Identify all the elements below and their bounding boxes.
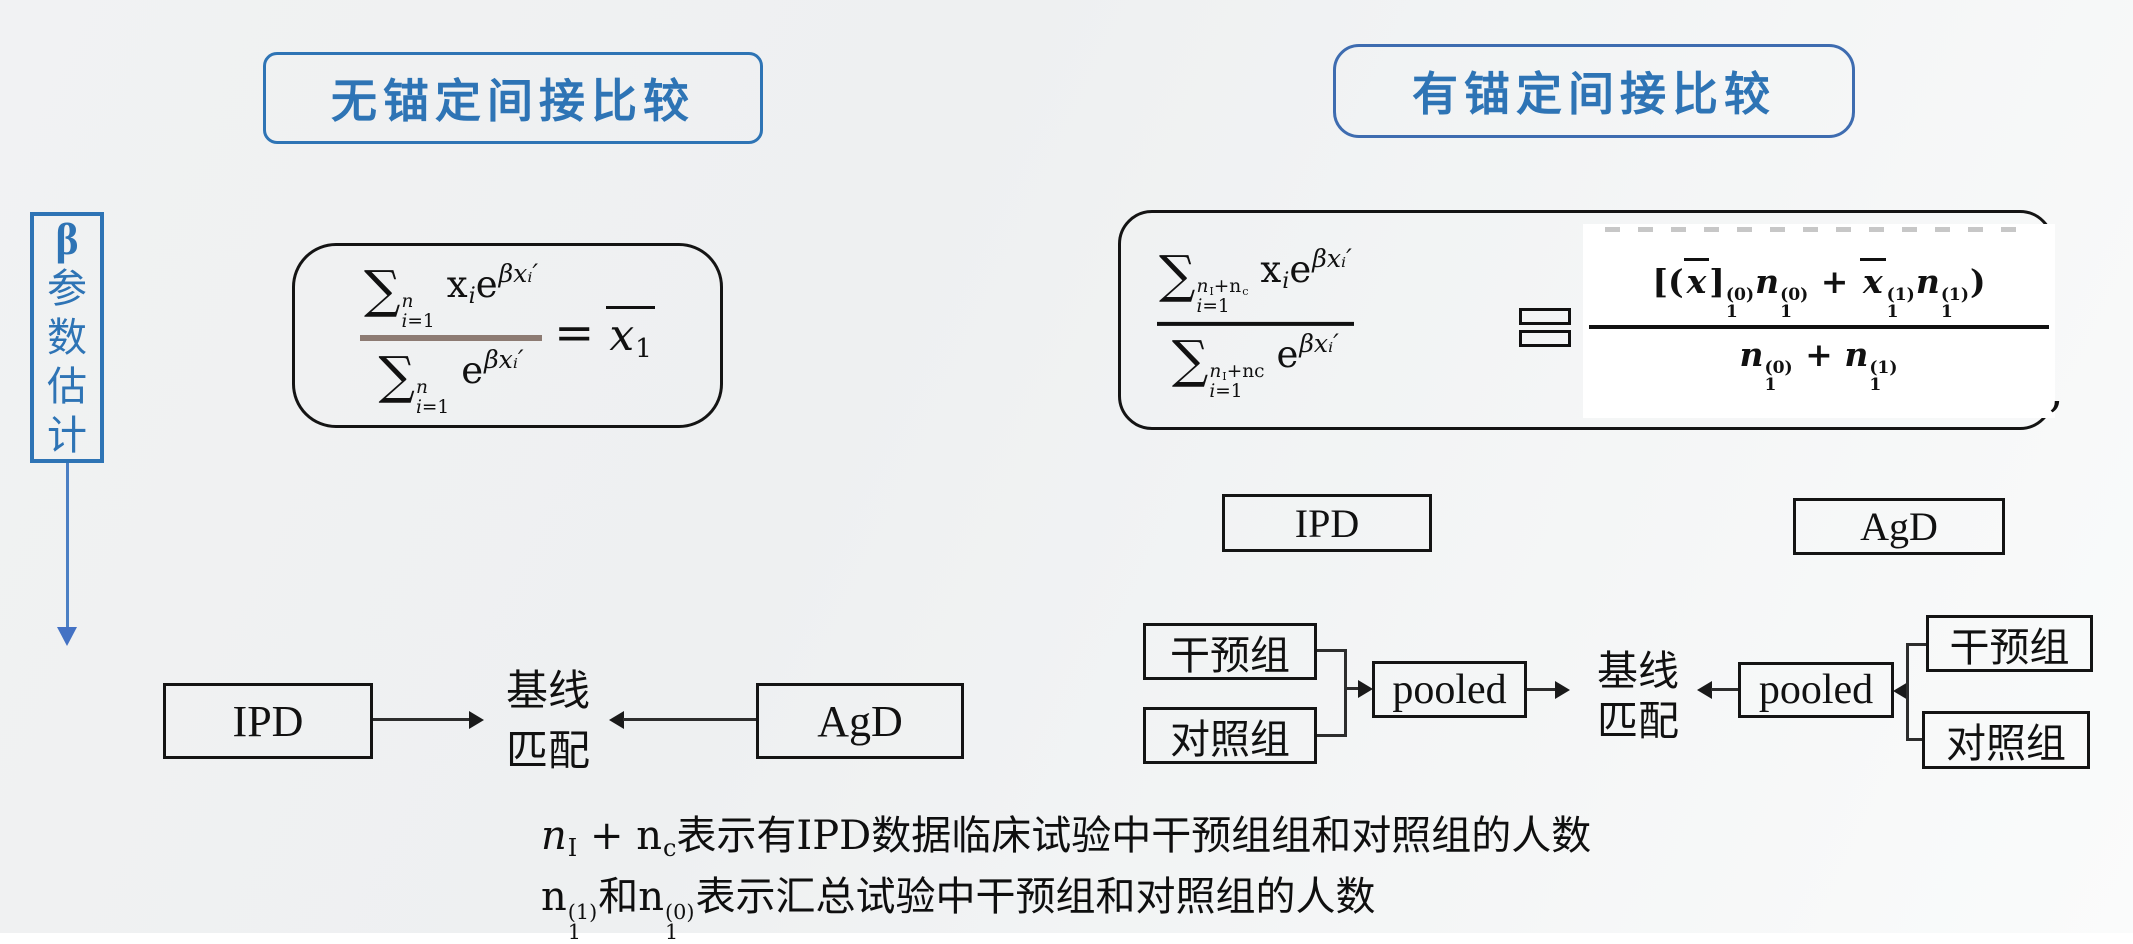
beta-symbol: β [55, 214, 79, 264]
control-group-box-left: 对照组 [1143, 707, 1317, 764]
fraction-bar [1589, 325, 2049, 329]
equals-sign: = [554, 304, 595, 361]
arrow-down-icon [57, 627, 77, 646]
baseline-matching-text: 基线 匹配 [1597, 648, 1679, 744]
agd-label: AgD [1860, 504, 1938, 549]
ipd-label: IPD [232, 696, 304, 746]
title-unanchored-label: 无锚定间接比较 [331, 75, 695, 127]
equivalence-bar-bottom [1519, 330, 1571, 347]
footnote-line-1: nI + nc表示有IPD数据临床试验中干预组组和对照组的人数 [541, 813, 1592, 862]
arrow-line [623, 718, 756, 721]
arrow-line [1711, 688, 1739, 691]
arrow-right-icon [469, 711, 484, 729]
connector-line [1908, 738, 1923, 741]
arrow-line [1527, 688, 1557, 691]
connector-line [1908, 643, 1927, 646]
comma: , [2049, 363, 2064, 417]
mean-x1-term: x1 [606, 306, 655, 364]
connector-line [1317, 734, 1346, 737]
beta-parameter-estimation-box: β 参数估计 [30, 212, 104, 463]
title-anchored-comparison: 有锚定间接比较 [1333, 44, 1855, 138]
pooled-label: pooled [1392, 666, 1507, 713]
connector-line [1344, 649, 1347, 737]
title-anchored-label: 有锚定间接比较 [1412, 68, 1776, 120]
arrow-right-icon [1358, 680, 1373, 698]
equivalence-icon [1519, 308, 1571, 347]
ipd-label-box: IPD [1222, 494, 1432, 552]
pooled-box-left: pooled [1372, 661, 1527, 718]
arrow-line [373, 718, 471, 721]
intervention-label: 干预组 [1949, 624, 2070, 670]
ipd-box: IPD [163, 683, 373, 759]
ipd-label: IPD [1294, 500, 1360, 546]
pooled-box-right: pooled [1738, 662, 1894, 718]
connector-line [1906, 643, 1909, 741]
arrow-left-icon [609, 711, 624, 729]
fraction-denominator: n(0)1 + n(1)1 [1739, 335, 1898, 396]
fraction-bar [1157, 322, 1354, 326]
control-group-box-right: 对照组 [1922, 711, 2090, 769]
arrow-left-icon [1697, 681, 1712, 699]
agd-label: AgD [817, 696, 903, 746]
arrow-line [1346, 687, 1360, 690]
arrow-right-icon [1555, 681, 1570, 699]
beta-label: 参数估计 [47, 265, 87, 458]
arrow-left-icon [1893, 682, 1908, 700]
title-unanchored-comparison: 无锚定间接比较 [263, 52, 763, 144]
agd-label-box: AgD [1793, 498, 2005, 555]
connector-line [1317, 649, 1346, 652]
intervention-group-box-left: 干预组 [1143, 623, 1317, 680]
fraction-bar [360, 335, 543, 341]
intervention-label: 干预组 [1170, 632, 1290, 678]
intervention-group-box-right: 干预组 [1926, 615, 2093, 672]
beta-arrow-line [66, 463, 69, 629]
pooled-label: pooled [1758, 667, 1874, 713]
baseline-matching-text: 基线 匹配 [505, 669, 590, 775]
agd-box: AgD [756, 683, 964, 759]
control-label: 对照组 [1946, 721, 2066, 766]
equivalence-bar-top [1519, 308, 1571, 325]
cropped-text-artifact [1605, 227, 2029, 232]
control-label: 对照组 [1170, 716, 1290, 762]
